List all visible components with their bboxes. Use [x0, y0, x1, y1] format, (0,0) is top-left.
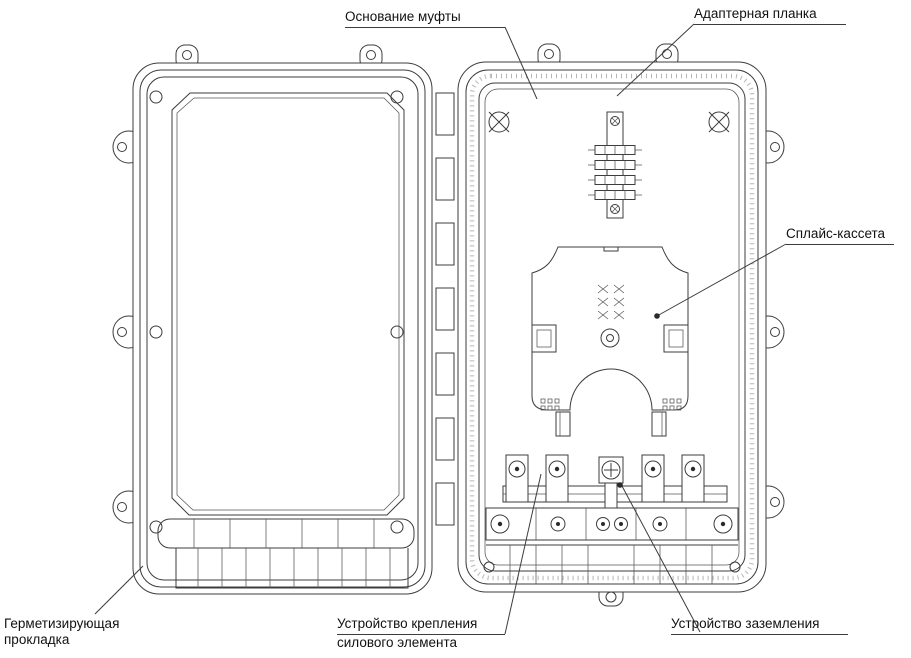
base-corner-screws	[488, 111, 730, 133]
leader-cassette	[656, 243, 787, 317]
callout-strength-member-line2: силового элемента	[337, 635, 458, 650]
strength-member-clamps	[502, 454, 728, 509]
lid-skirt	[175, 548, 409, 589]
callout-strength-member-line1: Устройство крепления	[337, 616, 505, 635]
fiber-adapters	[588, 145, 642, 200]
lid-half	[112, 44, 433, 595]
lid-corner-holes	[149, 90, 404, 534]
callout-leaders	[94, 23, 787, 635]
leader-grounding	[621, 485, 701, 633]
callout-splice-cassette-label: Сплайс-кассета	[786, 226, 894, 245]
hinge	[435, 92, 455, 526]
callout-sealing-gasket-label: Герметизирующая прокладка	[4, 616, 119, 648]
callout-sealing-gasket-line1: Герметизирующая	[4, 616, 120, 631]
callout-grounding-label: Устройство заземления	[671, 616, 848, 635]
leader-base	[504, 26, 538, 100]
clamp-post	[545, 454, 569, 503]
lid-port-strip	[157, 518, 415, 549]
callout-adapter-plate-label: Адаптерная планка	[694, 6, 846, 25]
leader-gasket	[94, 565, 144, 615]
splice-cassette	[531, 246, 689, 437]
clamp-post	[505, 454, 529, 503]
adapter-plate	[588, 111, 642, 219]
leader-cassette-dot	[654, 313, 660, 319]
callout-strength-member-label: Устройство крепления силового элемента	[337, 616, 505, 651]
clamp-post	[681, 454, 705, 503]
grounding-device	[598, 456, 624, 509]
callout-sealing-gasket-line2: прокладка	[4, 632, 70, 647]
base-skirt	[483, 544, 741, 584]
leader-fastening	[504, 473, 542, 635]
cassette-x-marks	[597, 284, 625, 320]
clamp-post	[641, 454, 665, 503]
base-half	[457, 43, 785, 607]
cassette-pads	[540, 398, 682, 411]
callout-base-label: Основание муфты	[345, 9, 505, 28]
leader-grounding-dot	[617, 482, 623, 488]
base-bottom-band	[485, 507, 739, 541]
leader-adapter	[616, 23, 695, 97]
